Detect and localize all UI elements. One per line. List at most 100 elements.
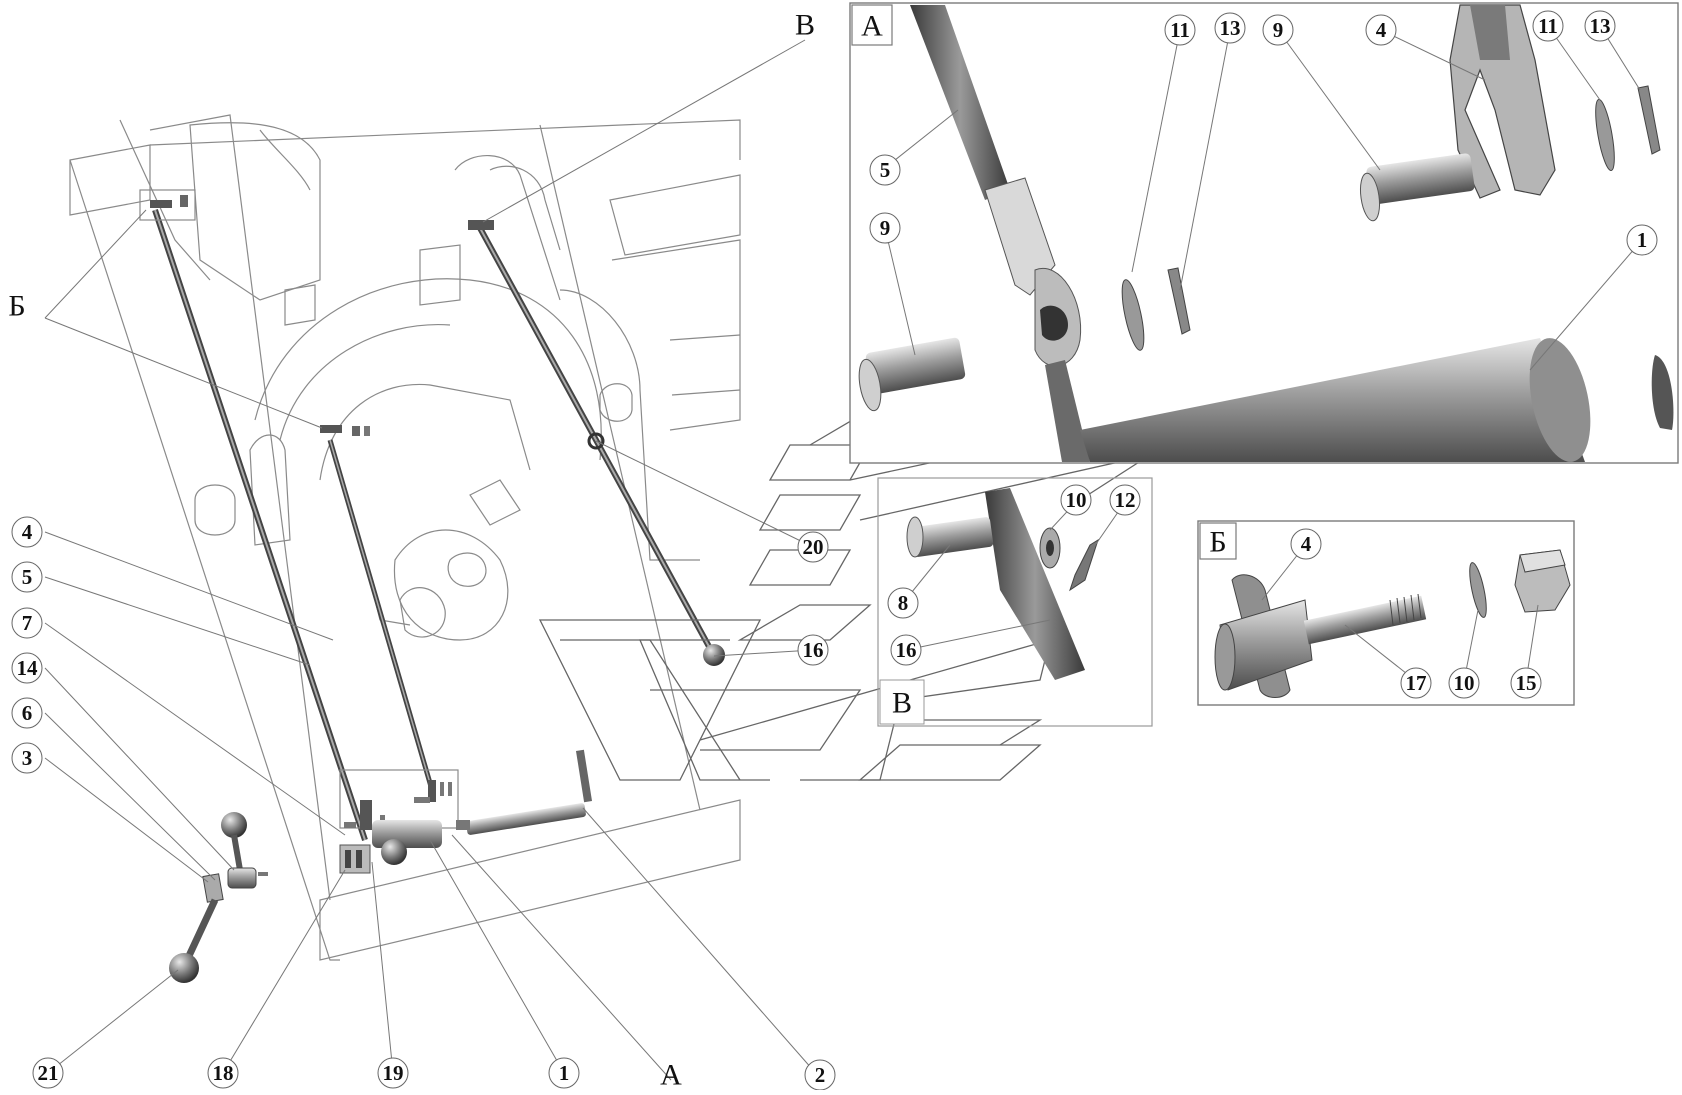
svg-text:5: 5: [22, 565, 33, 589]
view-a-washer-11: [1121, 279, 1145, 351]
callout-13-view-a-right: 13: [1584, 10, 1616, 42]
svg-text:9: 9: [1273, 18, 1284, 42]
view-a-clevis-4: [1449, 4, 1556, 199]
svg-text:18: 18: [213, 1061, 234, 1085]
leader-lines-main: [44, 39, 821, 1081]
view-a-pin-9-left: [858, 337, 966, 412]
view-a-part-1: [1080, 338, 1674, 462]
callout-3: 3: [11, 742, 43, 774]
callout-1-view-a: 1: [1626, 224, 1658, 256]
callout-14: 14: [11, 652, 43, 684]
callout-16-main: 16: [797, 634, 829, 666]
rod-joint-20: [587, 432, 605, 450]
svg-text:1: 1: [1637, 228, 1648, 252]
callout-7: 7: [11, 607, 43, 639]
callout-20: 20: [797, 531, 829, 563]
callout-1-main: 1: [548, 1057, 580, 1089]
bracket-19: [339, 844, 371, 874]
knob-ball-16: [703, 644, 725, 666]
view-b-label: Б: [1209, 526, 1226, 559]
svg-text:10: 10: [1066, 488, 1087, 512]
svg-text:6: 6: [22, 701, 33, 725]
callout-10-view-b: 10: [1448, 667, 1480, 699]
view-v-cotter-12: [1069, 538, 1099, 592]
rod-end-b-top: [139, 189, 196, 221]
svg-text:4: 4: [22, 520, 33, 544]
svg-text:10: 10: [1454, 671, 1475, 695]
callout-19: 19: [377, 1057, 409, 1089]
view-v-frame: [877, 477, 1153, 727]
svg-text:15: 15: [1516, 671, 1537, 695]
svg-text:19: 19: [383, 1061, 404, 1085]
callout-21: 21: [32, 1057, 64, 1089]
svg-text:2: 2: [815, 1063, 826, 1087]
callout-5-view-a: 5: [869, 154, 901, 186]
view-a-washer-11-right: [1595, 99, 1615, 171]
callout-11-view-a: 11: [1164, 14, 1196, 46]
svg-text:21: 21: [38, 1061, 59, 1085]
svg-text:17: 17: [1406, 671, 1427, 695]
callout-9-view-a-left: 9: [869, 212, 901, 244]
callout-2: 2: [804, 1059, 836, 1091]
callout-5-main: 5: [11, 561, 43, 593]
callout-16-view-v: 16: [890, 634, 922, 666]
hand-lever: [169, 812, 268, 983]
callout-15-view-b: 15: [1510, 667, 1542, 699]
svg-text:4: 4: [1301, 532, 1312, 556]
svg-text:20: 20: [803, 535, 824, 559]
view-ref-b-label: Б: [8, 290, 25, 323]
view-a: А: [849, 2, 1679, 464]
rod-4: [327, 439, 435, 791]
svg-text:7: 7: [22, 611, 33, 635]
rod-5: [152, 209, 368, 841]
machine-frame: [69, 114, 741, 961]
svg-text:16: 16: [896, 638, 917, 662]
svg-text:5: 5: [880, 158, 891, 182]
view-v-label: В: [892, 687, 912, 720]
svg-text:13: 13: [1220, 16, 1241, 40]
callout-11-view-a-right: 11: [1532, 10, 1564, 42]
rod-end-b-mid: [320, 425, 370, 436]
svg-text:9: 9: [880, 216, 891, 240]
callout-6: 6: [11, 697, 43, 729]
view-a-cotter-13-right: [1637, 85, 1661, 155]
callout-4-main: 4: [11, 516, 43, 548]
svg-text:12: 12: [1115, 488, 1136, 512]
view-v-rod-16: [985, 488, 1085, 680]
view-ref-a-label: А: [660, 1059, 682, 1091]
pivot-shaft-1: [372, 820, 442, 865]
pin-2: [456, 749, 593, 835]
view-a-pin-9-right: [1359, 153, 1475, 222]
leader-lines-view-a: [884, 25, 1643, 371]
view-v-pin-8: [906, 516, 994, 558]
callout-10-view-v: 10: [1060, 484, 1092, 516]
view-v: В: [877, 477, 1153, 727]
view-b-bolt-17: [1303, 593, 1427, 645]
svg-text:11: 11: [1170, 18, 1190, 42]
view-b: Б: [1197, 520, 1575, 706]
view-a-label: А: [861, 10, 883, 43]
svg-text:14: 14: [17, 656, 39, 680]
callout-17-view-b: 17: [1400, 667, 1432, 699]
rod-16: [477, 226, 715, 654]
main-assembly: [44, 39, 1151, 1081]
svg-text:13: 13: [1590, 14, 1611, 38]
svg-text:16: 16: [803, 638, 824, 662]
callouts: 4 5 7 14 6 3 21 18 19 1 2 20 16 5 9 11 1…: [11, 10, 1658, 1091]
view-ref-v-label: В: [795, 9, 815, 42]
callout-12-view-v: 12: [1109, 484, 1141, 516]
svg-text:8: 8: [898, 591, 909, 615]
svg-text:1: 1: [559, 1061, 570, 1085]
callout-9-view-a-right: 9: [1262, 14, 1294, 46]
view-a-cotter-13: [1167, 267, 1191, 335]
view-b-washer-10: [1469, 562, 1487, 618]
view-a-rod-5: [910, 5, 1090, 462]
callout-18: 18: [207, 1057, 239, 1089]
callout-4-view-b: 4: [1290, 528, 1322, 560]
callout-8-view-v: 8: [887, 587, 919, 619]
callout-4-view-a: 4: [1365, 14, 1397, 46]
callout-13-view-a: 13: [1214, 12, 1246, 44]
svg-text:11: 11: [1538, 14, 1558, 38]
